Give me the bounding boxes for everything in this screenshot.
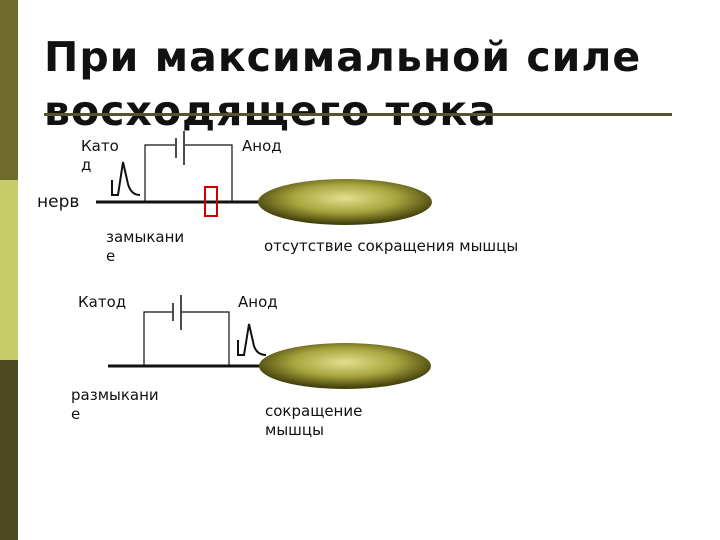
top-anode-label: Анод <box>242 137 282 155</box>
sidebar-segment-top <box>0 0 18 180</box>
top-circuit-wire-right <box>185 144 233 202</box>
bottom-cathode-label: Катод <box>78 293 127 311</box>
title-rule <box>44 113 672 116</box>
bottom-anode-label: Анод <box>238 293 278 311</box>
page-title: При максимальной силе восходящего тока <box>44 33 642 135</box>
bottom-circuit <box>108 295 431 389</box>
block-marker-icon <box>204 186 218 217</box>
sidebar-segment-bottom <box>0 360 18 540</box>
sidebar-decoration <box>0 0 18 540</box>
top-circuit <box>96 131 432 225</box>
top-action-label: замыкани е <box>106 228 185 265</box>
battery-icon <box>175 131 185 165</box>
bottom-result-label: сокращение мышцы <box>265 402 363 439</box>
action-potential-icon <box>111 161 141 196</box>
top-circuit-wire <box>144 144 175 202</box>
bottom-muscle <box>259 343 431 389</box>
top-result-label: отсутствие сокращения мышцы <box>264 237 519 255</box>
action-potential-icon <box>237 323 267 356</box>
bottom-action-label: размыкани е <box>71 386 159 423</box>
sidebar-segment-middle <box>0 180 18 360</box>
bottom-circuit-wire-right <box>182 311 230 366</box>
top-muscle <box>258 179 432 225</box>
bottom-circuit-wire <box>143 311 172 366</box>
nerve-label: нерв <box>37 192 80 212</box>
battery-icon <box>172 295 182 330</box>
top-cathode-label: Като д <box>81 137 119 174</box>
